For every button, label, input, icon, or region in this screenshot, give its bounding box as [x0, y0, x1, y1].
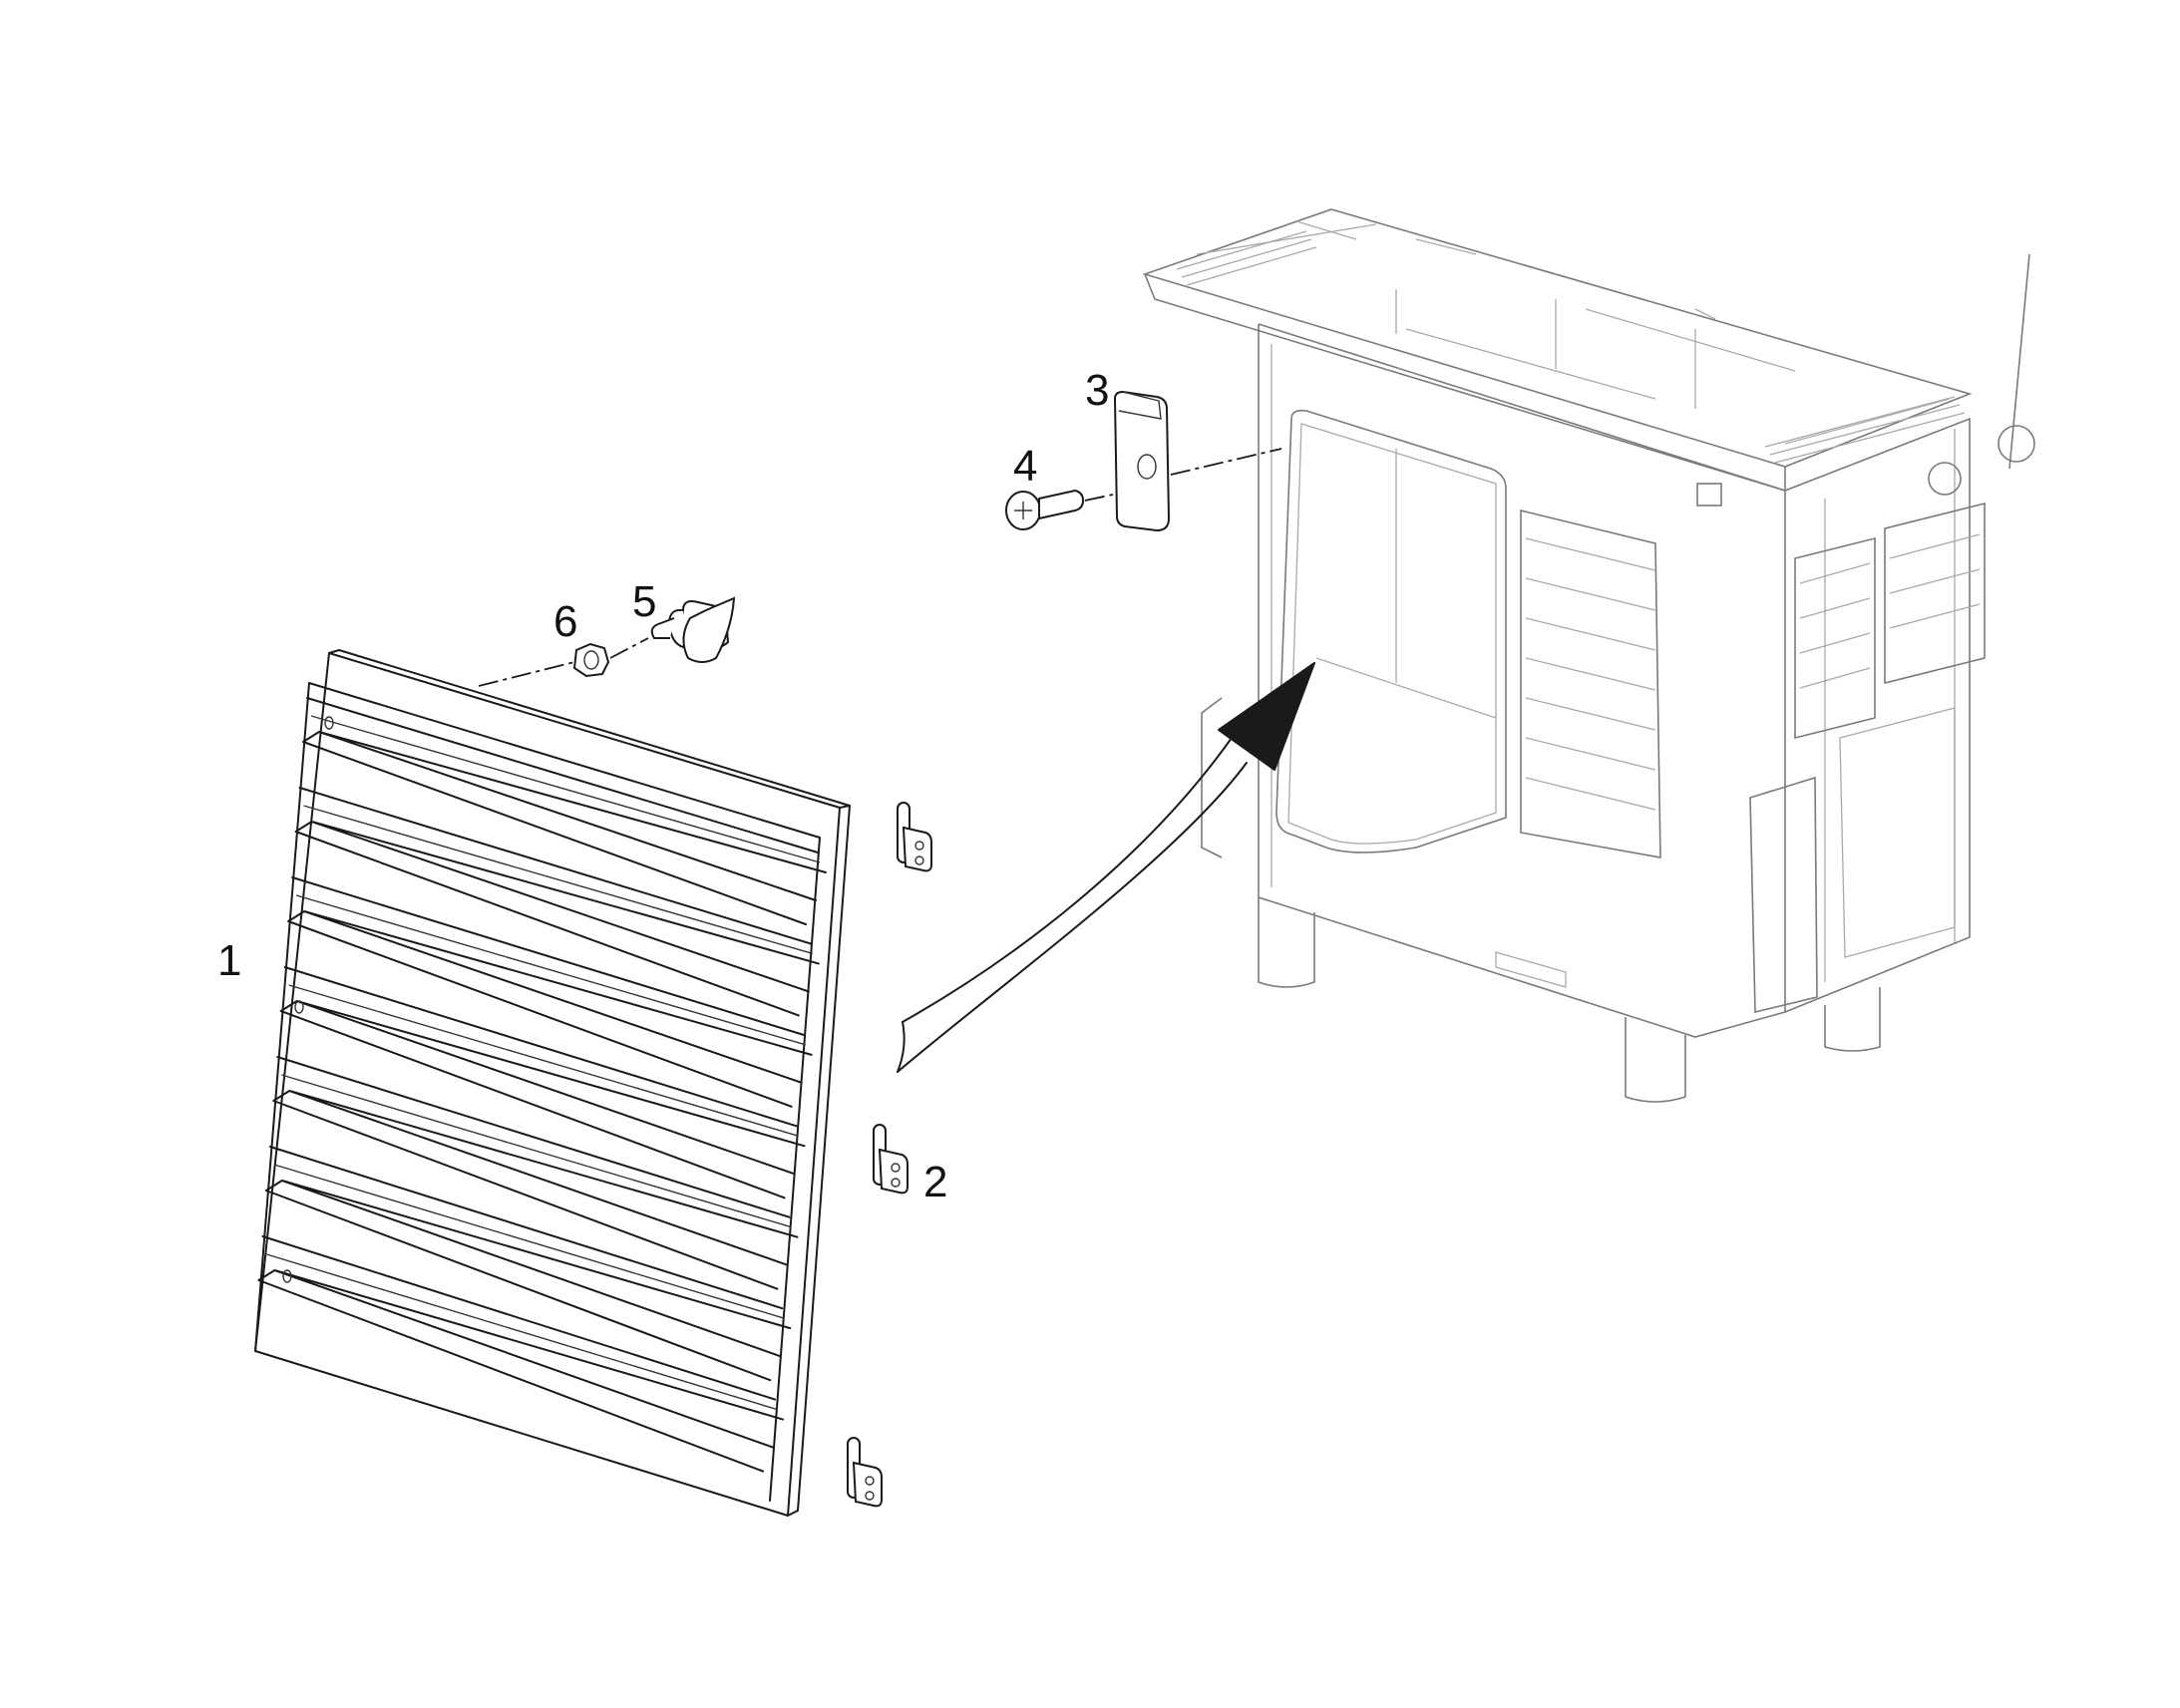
callout-4: 4 — [1013, 442, 1037, 491]
louvre-slat — [302, 697, 827, 925]
cabinet-icon — [1142, 208, 2035, 1103]
louvre-slat-edge — [295, 894, 806, 1046]
louvre-slat — [264, 1146, 792, 1382]
callout-6: 6 — [553, 597, 577, 646]
louvre-slat — [272, 1056, 799, 1290]
callout-2: 2 — [923, 1158, 947, 1206]
louvre-slat-edge — [281, 1074, 792, 1228]
bracket-icon — [1113, 390, 1171, 532]
louvre-slat — [279, 966, 806, 1199]
bolt-icon — [1005, 489, 1085, 530]
louvre-slats — [257, 697, 827, 1473]
cone-stop-icon — [650, 596, 736, 663]
louvre-slat-edge — [266, 1253, 778, 1411]
louvre-grille-icon — [254, 649, 851, 1517]
louvre-slat-edge — [303, 805, 814, 955]
louvre-slat — [257, 1235, 785, 1473]
callout-5: 5 — [632, 577, 656, 626]
direction-arrow-icon — [897, 662, 1315, 1073]
hinge-icon — [847, 802, 932, 1508]
callouts: 1 2 3 4 5 6 — [217, 366, 1109, 1206]
louvre-slat-edge — [310, 715, 821, 863]
nut-icon — [572, 642, 610, 678]
louvre-slat-edge — [288, 984, 799, 1137]
callout-1: 1 — [217, 936, 241, 985]
louvre-slat — [287, 876, 813, 1108]
callout-3: 3 — [1085, 366, 1109, 415]
louvre-slat-edge — [273, 1164, 785, 1319]
assembly-lines — [478, 448, 1282, 687]
louvre-slat — [294, 787, 820, 1017]
